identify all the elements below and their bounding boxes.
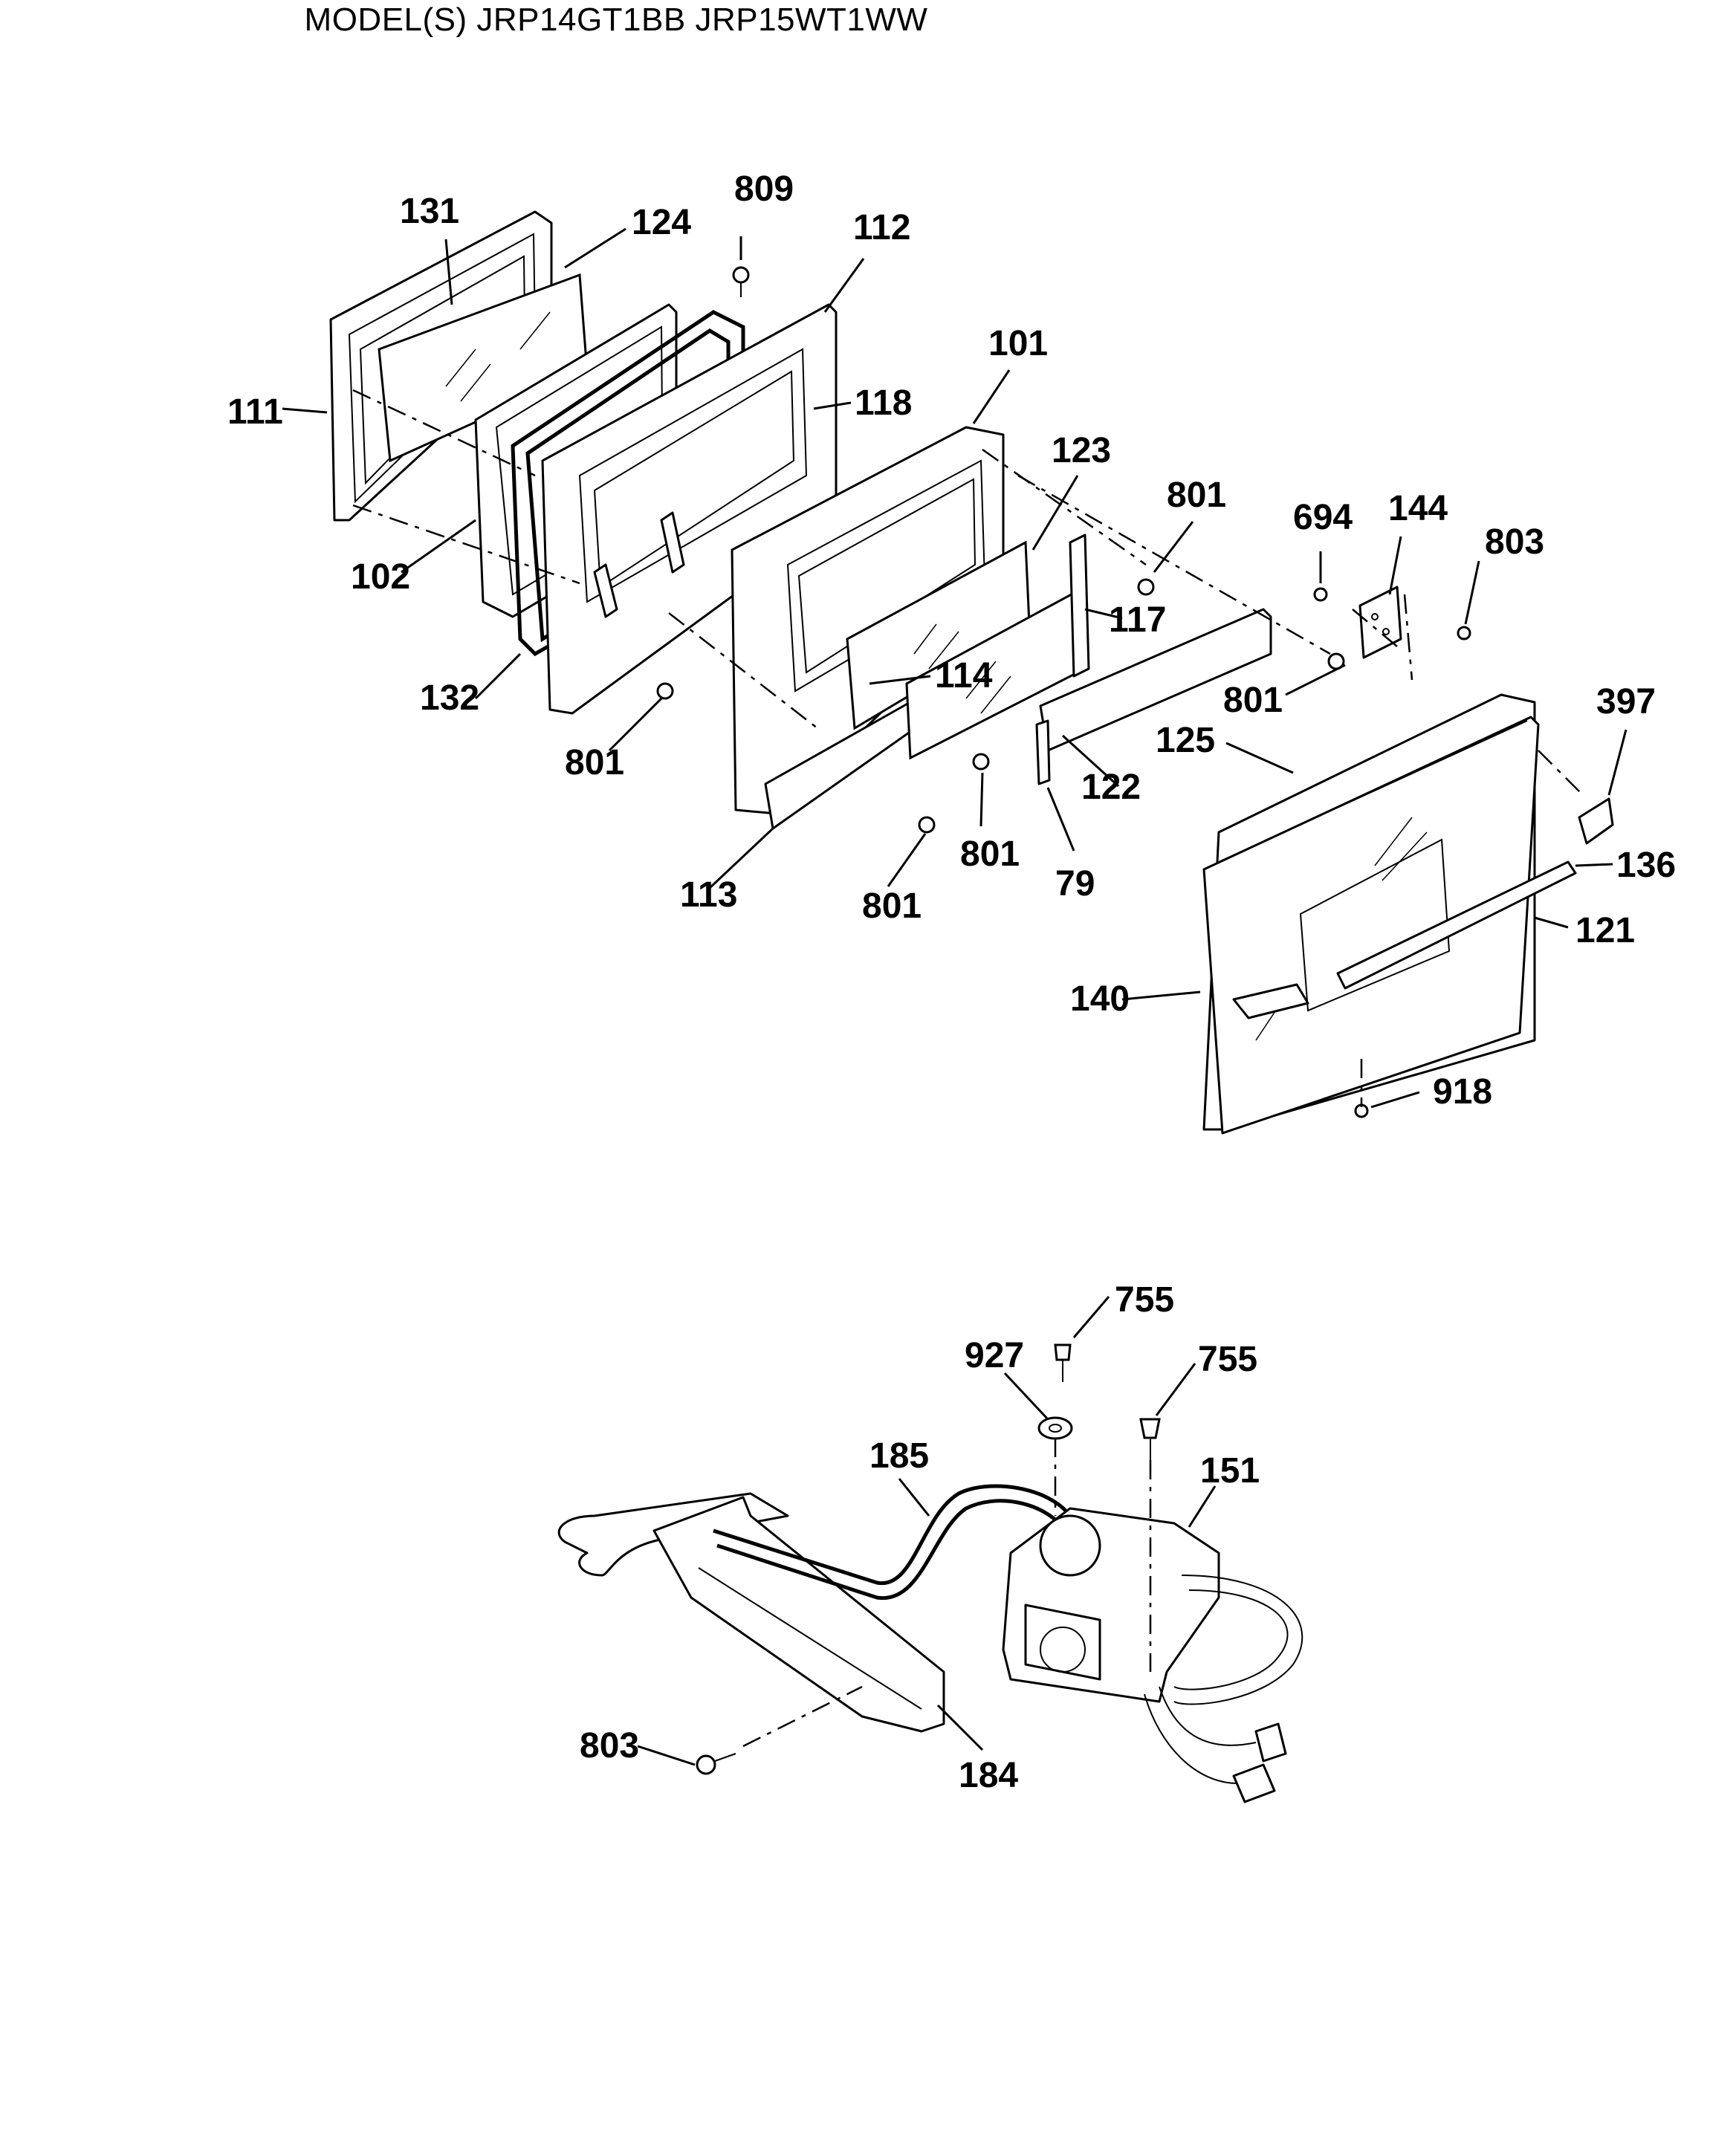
label-803-a: 803 <box>1485 522 1544 562</box>
part-125-140-door-front <box>1202 693 1540 1135</box>
label-118: 118 <box>855 383 912 423</box>
screw-694 <box>1313 587 1328 602</box>
label-117: 117 <box>1109 600 1166 640</box>
label-123: 123 <box>1052 431 1111 470</box>
label-125: 125 <box>1156 721 1215 760</box>
part-144-bracket <box>1358 586 1402 659</box>
label-801-e: 801 <box>862 886 922 926</box>
label-140: 140 <box>1070 979 1130 1019</box>
part-117-bracket <box>1069 534 1090 678</box>
label-114: 114 <box>935 656 993 696</box>
label-131: 131 <box>400 192 459 231</box>
label-144: 144 <box>1388 489 1448 528</box>
label-755-a: 755 <box>1115 1280 1174 1320</box>
part-151-motor <box>1002 1507 1303 1803</box>
label-136: 136 <box>1616 846 1676 885</box>
label-755-b: 755 <box>1198 1340 1257 1379</box>
label-801-d: 801 <box>960 834 1020 874</box>
page-title: MODEL(S) JRP14GT1BB JRP15WT1WW <box>304 1 928 38</box>
label-122: 122 <box>1081 768 1141 807</box>
label-801-a: 801 <box>1167 476 1226 515</box>
label-102: 102 <box>351 557 410 597</box>
label-927: 927 <box>965 1336 1024 1375</box>
label-101: 101 <box>988 324 1048 363</box>
washer-927 <box>1037 1416 1073 1440</box>
label-397: 397 <box>1596 682 1656 722</box>
label-184: 184 <box>959 1756 1018 1795</box>
screw-803-b <box>696 1753 736 1775</box>
part-184-latch-arm <box>557 1492 945 1733</box>
label-803-b: 803 <box>580 1726 639 1766</box>
label-801-b: 801 <box>1223 681 1283 720</box>
label-121: 121 <box>1575 911 1635 950</box>
screw-801-a <box>1137 578 1155 596</box>
screw-809 <box>732 266 750 297</box>
screw-755-a <box>1054 1343 1072 1382</box>
part-122-vent-strip <box>1035 608 1272 785</box>
screw-803-a <box>1457 626 1471 641</box>
label-801-c: 801 <box>565 743 624 782</box>
label-112: 112 <box>853 208 910 247</box>
label-111: 111 <box>227 392 283 432</box>
label-694: 694 <box>1293 498 1353 537</box>
screw-755-b <box>1139 1418 1161 1460</box>
screw-801-c <box>656 682 674 700</box>
screw-801-d <box>972 753 990 771</box>
label-132: 132 <box>420 678 479 718</box>
label-809: 809 <box>734 169 794 209</box>
label-185: 185 <box>869 1436 929 1476</box>
part-185-link-rod <box>713 1484 1072 1601</box>
part-112-inner-panel <box>541 303 838 715</box>
label-124: 124 <box>632 203 691 242</box>
label-79: 79 <box>1055 864 1095 904</box>
label-113: 113 <box>680 875 737 915</box>
label-151: 151 <box>1200 1451 1260 1491</box>
screw-801-e <box>918 816 936 834</box>
part-136-handle <box>1232 797 1614 1019</box>
label-918: 918 <box>1433 1072 1492 1112</box>
